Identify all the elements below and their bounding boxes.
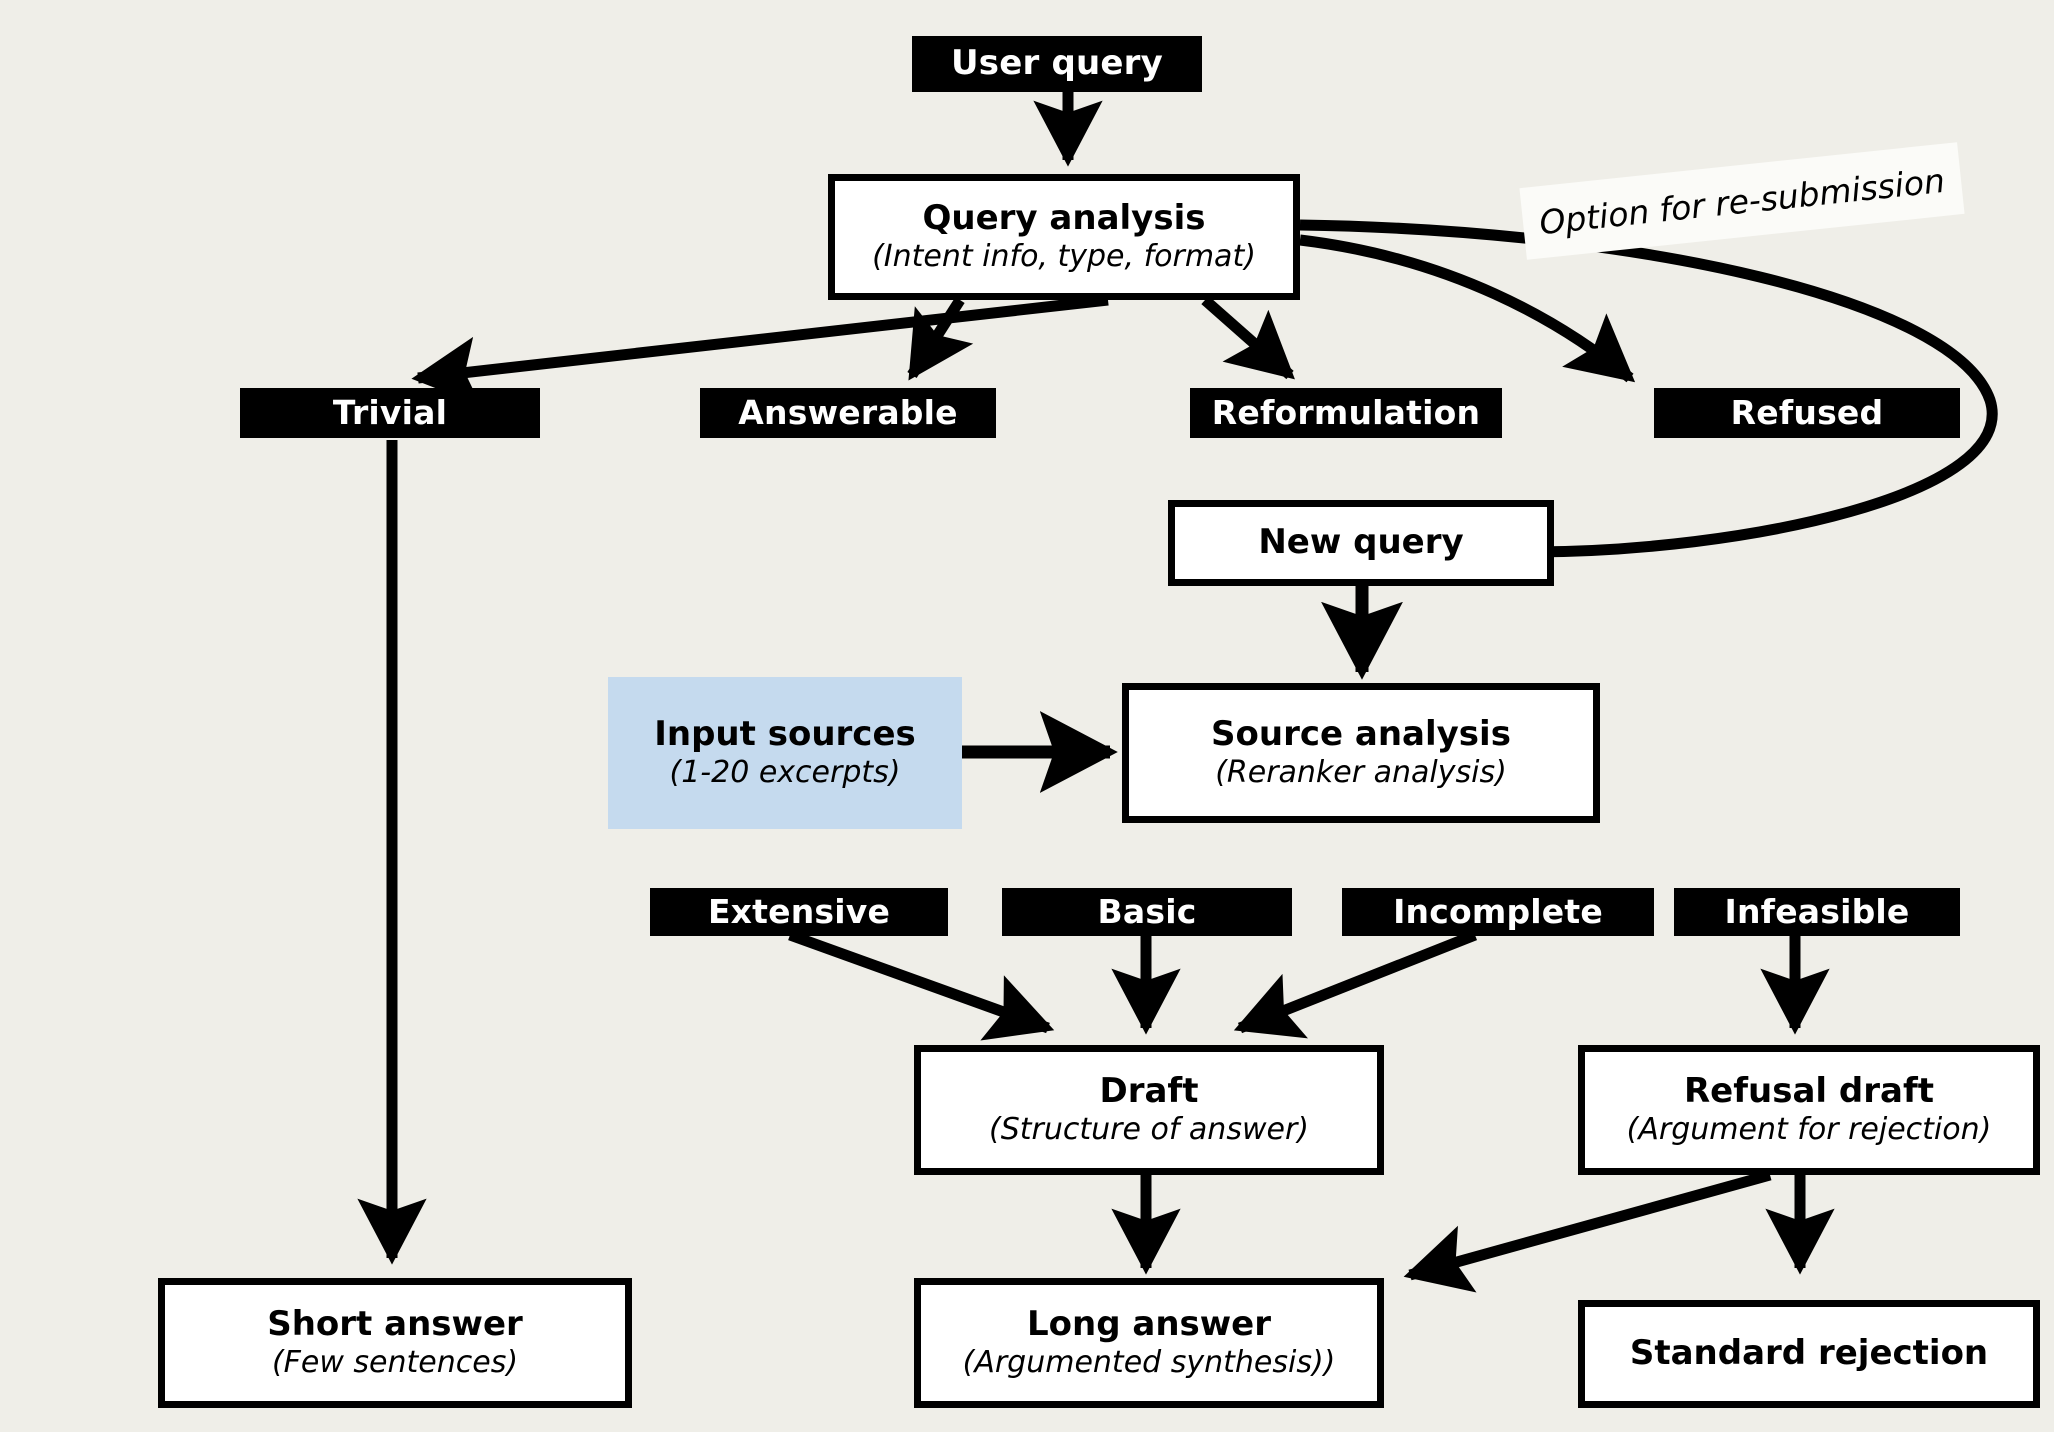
node-answerable[interactable]: Answerable xyxy=(700,388,996,438)
node-refused-title: Refused xyxy=(1730,392,1884,432)
node-standard-rejection-title: Standard rejection xyxy=(1629,1333,1989,1374)
node-new-query[interactable]: New query xyxy=(1168,500,1554,586)
node-basic-title: Basic xyxy=(1097,891,1197,931)
node-answerable-title: Answerable xyxy=(738,392,958,432)
node-extensive[interactable]: Extensive xyxy=(650,888,948,936)
node-new-query-title: New query xyxy=(1258,522,1464,563)
edge-query-analysis-to-answerable xyxy=(907,297,974,381)
node-input-sources-title: Input sources xyxy=(654,713,916,754)
node-refusal-draft-subtitle: (Argument for rejection) xyxy=(1626,1112,1992,1148)
node-query-analysis-title: Query analysis xyxy=(922,197,1206,238)
node-user-query-title: User query xyxy=(950,43,1164,84)
annotation-resubmission-text: Option for re-submission xyxy=(1537,160,1947,242)
node-input-sources-subtitle: (1-20 excerpts) xyxy=(669,755,901,791)
node-infeasible[interactable]: Infeasible xyxy=(1674,888,1960,936)
edge-incomplete-to-draft xyxy=(1233,929,1478,1039)
node-incomplete-title: Incomplete xyxy=(1393,891,1603,931)
node-source-analysis-subtitle: (Reranker analysis) xyxy=(1215,755,1507,791)
node-short-answer-title: Short answer xyxy=(267,1303,523,1344)
node-source-analysis-title: Source analysis xyxy=(1211,713,1511,754)
node-refusal-draft-title: Refusal draft xyxy=(1683,1070,1934,1111)
edge-query-analysis-to-trivial xyxy=(411,294,1109,406)
node-draft[interactable]: Draft (Structure of answer) xyxy=(914,1045,1384,1175)
node-infeasible-title: Infeasible xyxy=(1724,891,1910,931)
node-input-sources[interactable]: Input sources (1-20 excerpts) xyxy=(608,677,962,829)
node-trivial-title: Trivial xyxy=(332,392,448,432)
node-draft-title: Draft xyxy=(1099,1070,1199,1111)
node-reformulation[interactable]: Reformulation xyxy=(1190,388,1502,438)
node-incomplete[interactable]: Incomplete xyxy=(1342,888,1654,936)
node-basic[interactable]: Basic xyxy=(1002,888,1292,936)
node-standard-rejection[interactable]: Standard rejection xyxy=(1578,1300,2040,1408)
node-trivial[interactable]: Trivial xyxy=(240,388,540,438)
edge-refusal-draft-to-long-answer xyxy=(1403,1169,1772,1293)
node-draft-subtitle: (Structure of answer) xyxy=(989,1112,1309,1148)
node-extensive-title: Extensive xyxy=(707,891,891,931)
node-long-answer-title: Long answer xyxy=(1026,1303,1272,1344)
node-refusal-draft[interactable]: Refusal draft (Argument for rejection) xyxy=(1578,1045,2040,1175)
node-short-answer[interactable]: Short answer (Few sentences) xyxy=(158,1278,632,1408)
node-source-analysis[interactable]: Source analysis (Reranker analysis) xyxy=(1122,683,1600,823)
edge-query-analysis-to-refused xyxy=(1299,234,1636,383)
node-short-answer-subtitle: (Few sentences) xyxy=(271,1345,519,1381)
node-refused[interactable]: Refused xyxy=(1654,388,1960,438)
node-query-analysis-subtitle: (Intent info, type, format) xyxy=(872,239,1256,275)
annotation-resubmission: Option for re-submission xyxy=(1519,142,1965,260)
node-query-analysis[interactable]: Query analysis (Intent info, type, forma… xyxy=(828,174,1300,300)
node-long-answer[interactable]: Long answer (Argumented synthesis)) xyxy=(914,1278,1384,1408)
node-long-answer-subtitle: (Argumented synthesis)) xyxy=(962,1345,1336,1381)
node-reformulation-title: Reformulation xyxy=(1211,392,1481,432)
edge-query-analysis-to-reformulation xyxy=(1201,295,1295,380)
edge-extensive-to-draft xyxy=(788,929,1055,1041)
node-user-query[interactable]: User query xyxy=(912,36,1202,92)
